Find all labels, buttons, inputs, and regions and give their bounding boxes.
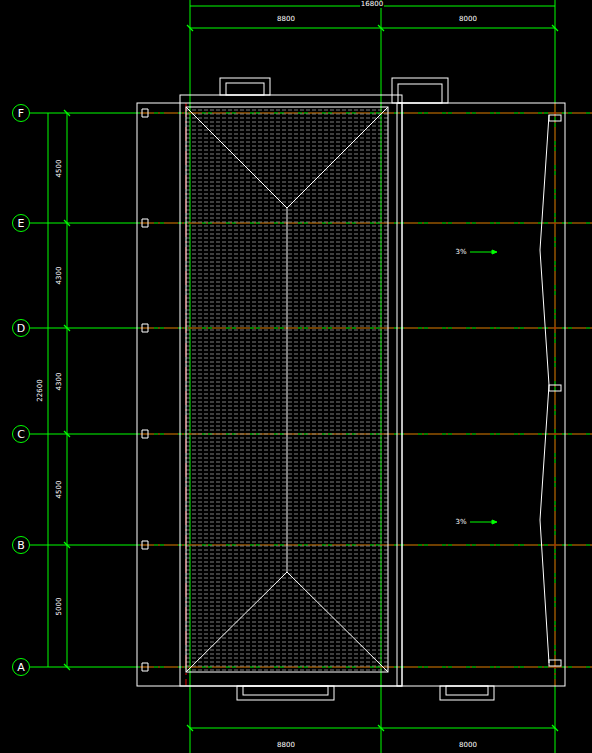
dimension: 4300 [56,265,63,285]
dimension: 4500 [56,158,63,178]
axis-bubble: B [12,536,30,554]
axis-bubble: D [12,319,30,337]
dimension: 8000 [458,16,478,23]
axis-label: C [17,429,25,440]
axis-label: F [18,108,24,119]
axis-bubble: A [12,658,30,676]
axis-label: B [17,540,25,551]
dimension: 5000 [56,596,63,616]
dimension: 8000 [458,742,478,749]
axis-label: E [18,218,25,229]
axis-bubble: F [12,104,30,122]
axis-bubble: C [12,425,30,443]
dimension: 4300 [56,371,63,391]
axis-bubble: E [12,214,30,232]
axis-label: D [17,323,25,334]
dimension: 8800 [276,742,296,749]
dimension: 4500 [56,479,63,499]
overall-dimension: 16800 [360,1,384,8]
axis-label: A [17,662,25,673]
slope-note: 3% [454,519,467,526]
dimension: 8800 [276,16,296,23]
slope-note: 3% [454,249,467,256]
overall-dimension: 22600 [37,378,44,402]
